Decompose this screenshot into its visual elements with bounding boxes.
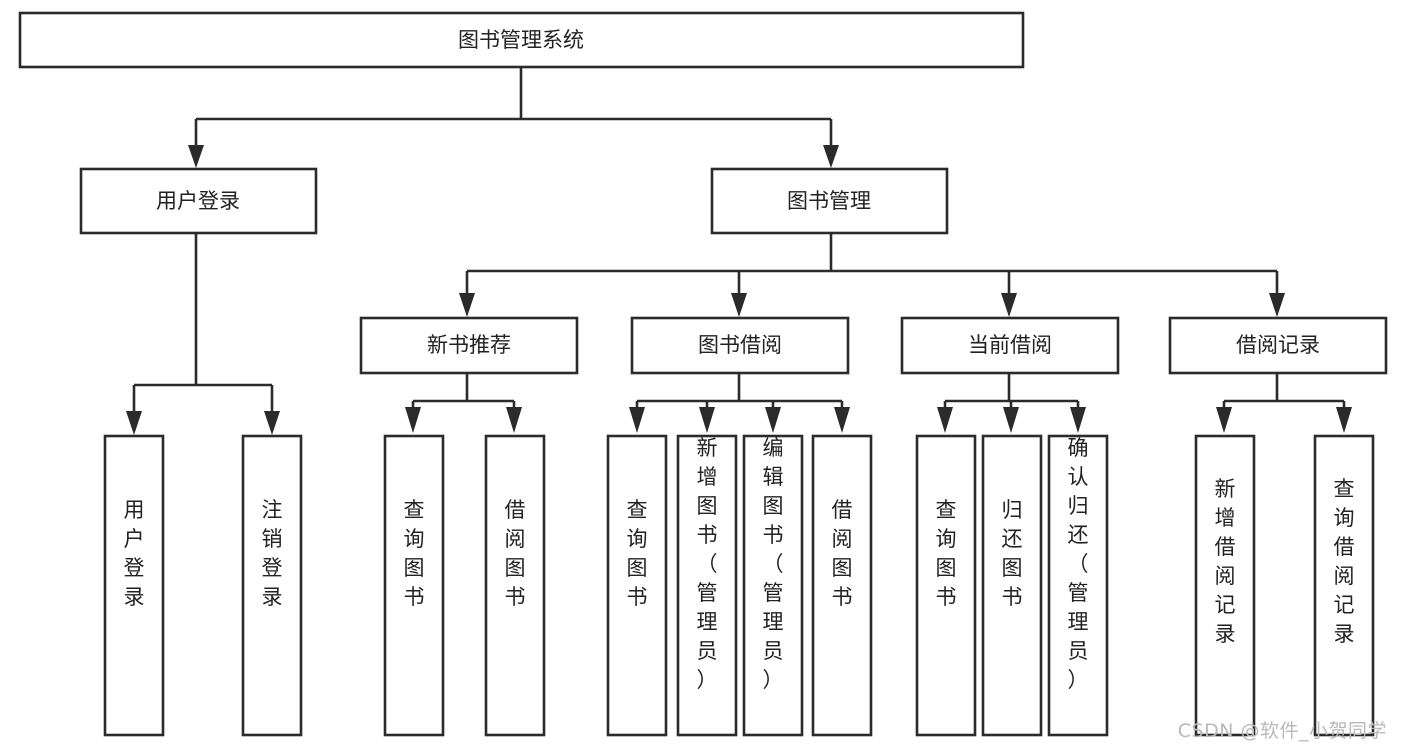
node-root-label: 图书管理系统 (458, 28, 584, 52)
leaf-book-borrow-query[interactable]: 查询图书 (606, 434, 668, 737)
connectors-group (126, 67, 1352, 435)
arrow-book-borrow-leaf-2 (699, 407, 715, 433)
node-user-login-label: 用户登录 (156, 189, 240, 213)
node-user-login[interactable]: 用户登录 (79, 167, 318, 235)
leaf-current-borrow-return-label: 归还图书 (1002, 498, 1023, 609)
leaf-current-borrow-query[interactable]: 查询图书 (915, 434, 977, 737)
node-current-borrow-label: 当前借阅 (968, 333, 1052, 357)
arrow-to-current-borrow (1001, 293, 1017, 317)
leaf-borrow-record-query[interactable]: 查询借阅记录 (1313, 434, 1375, 737)
arrow-to-user-login (188, 145, 204, 168)
node-root-book-management-system[interactable]: 图书管理系统 (18, 11, 1025, 69)
arrow-book-borrow-leaf-4 (834, 407, 850, 433)
leaf-new-book-borrow-box (484, 434, 546, 737)
leaf-borrow-record-query-label: 查询借阅记录 (1334, 477, 1355, 646)
node-root-box (18, 11, 1025, 69)
leaf-user-login-login-label: 用户登录 (124, 498, 145, 609)
arrow-current-borrow-leaf-2 (1003, 407, 1019, 433)
leaf-new-book-borrow-label: 借阅图书 (505, 498, 526, 609)
node-book-management-box (710, 167, 949, 235)
node-book-borrow-label: 图书借阅 (698, 333, 782, 357)
node-new-book-recommend-label: 新书推荐 (427, 333, 511, 357)
node-new-book-recommend[interactable]: 新书推荐 (359, 316, 579, 375)
node-new-book-recommend-box (359, 316, 579, 375)
leaf-user-login-logout-label: 注销登录 (262, 498, 283, 609)
leaf-current-borrow-return-box (981, 434, 1043, 737)
leaf-current-borrow-return[interactable]: 归还图书 (981, 434, 1043, 737)
node-current-borrow[interactable]: 当前借阅 (900, 316, 1120, 375)
leaf-borrow-record-add[interactable]: 新增借阅记录 (1194, 434, 1256, 737)
leaf-book-borrow-add-box (676, 434, 738, 737)
leaf-user-login-logout[interactable]: 注销登录 (241, 434, 303, 737)
arrow-borrow-record-leaf-1 (1216, 407, 1232, 433)
arrow-user-login-leaf-1 (126, 411, 142, 435)
arrow-user-login-leaf-2 (264, 411, 280, 435)
leaf-current-borrow-confirm-label: 确认归还（管理员） (1068, 436, 1089, 692)
arrow-to-new-book (459, 293, 475, 317)
leaf-current-borrow-confirm-box (1047, 434, 1109, 737)
arrow-book-borrow-leaf-1 (629, 407, 645, 433)
leaf-book-borrow-edit-box (742, 434, 804, 737)
arrow-book-borrow-leaf-3 (765, 407, 781, 433)
leaf-new-book-borrow[interactable]: 借阅图书 (484, 434, 546, 737)
leaf-borrow-record-add-box (1194, 434, 1256, 737)
node-book-borrow-box (630, 316, 850, 375)
node-book-borrow[interactable]: 图书借阅 (630, 316, 850, 375)
leaf-borrow-record-query-box (1313, 434, 1375, 737)
leaf-current-borrow-query-box (915, 434, 977, 737)
leaf-user-login-logout-box (241, 434, 303, 737)
arrow-current-borrow-leaf-1 (937, 407, 953, 433)
arrow-new-book-leaf-1 (405, 407, 421, 433)
arrow-to-book-management (823, 145, 839, 168)
leaf-current-borrow-confirm[interactable]: 确认归还（管理员） (1047, 434, 1109, 737)
leaf-book-borrow-edit-label: 编辑图书（管理员） (763, 436, 784, 692)
leaf-book-borrow-query-label: 查询图书 (627, 498, 648, 609)
leaf-book-borrow-add[interactable]: 新增图书（管理员） (676, 434, 738, 737)
leaf-user-login-login-box (103, 434, 165, 737)
node-user-login-box (79, 167, 318, 235)
node-current-borrow-box (900, 316, 1120, 375)
leaf-book-borrow-edit[interactable]: 编辑图书（管理员） (742, 434, 804, 737)
leaf-borrow-record-add-label: 新增借阅记录 (1215, 477, 1236, 646)
leaf-new-book-query-box (383, 434, 445, 737)
leaf-user-login-login[interactable]: 用户登录 (103, 434, 165, 737)
arrow-new-book-leaf-2 (506, 407, 522, 433)
node-book-management-label: 图书管理 (787, 189, 871, 213)
node-borrow-record-label: 借阅记录 (1236, 333, 1320, 357)
leaf-book-borrow-borrow-box (811, 434, 873, 737)
arrow-current-borrow-leaf-3 (1070, 407, 1086, 433)
arrow-borrow-record-leaf-2 (1336, 407, 1352, 433)
leaf-book-borrow-borrow-label: 借阅图书 (832, 498, 853, 609)
arrow-to-borrow-record (1269, 293, 1285, 317)
leaf-new-book-query[interactable]: 查询图书 (383, 434, 445, 737)
leaf-book-borrow-query-box (606, 434, 668, 737)
arrow-to-book-borrow (731, 293, 747, 317)
leaf-new-book-query-label: 查询图书 (404, 498, 425, 609)
node-borrow-record-box (1168, 316, 1388, 375)
node-borrow-record[interactable]: 借阅记录 (1168, 316, 1388, 375)
leaf-book-borrow-add-label: 新增图书（管理员） (697, 436, 718, 692)
node-book-management[interactable]: 图书管理 (710, 167, 949, 235)
leaf-current-borrow-query-label: 查询图书 (936, 498, 957, 609)
leaf-book-borrow-borrow[interactable]: 借阅图书 (811, 434, 873, 737)
